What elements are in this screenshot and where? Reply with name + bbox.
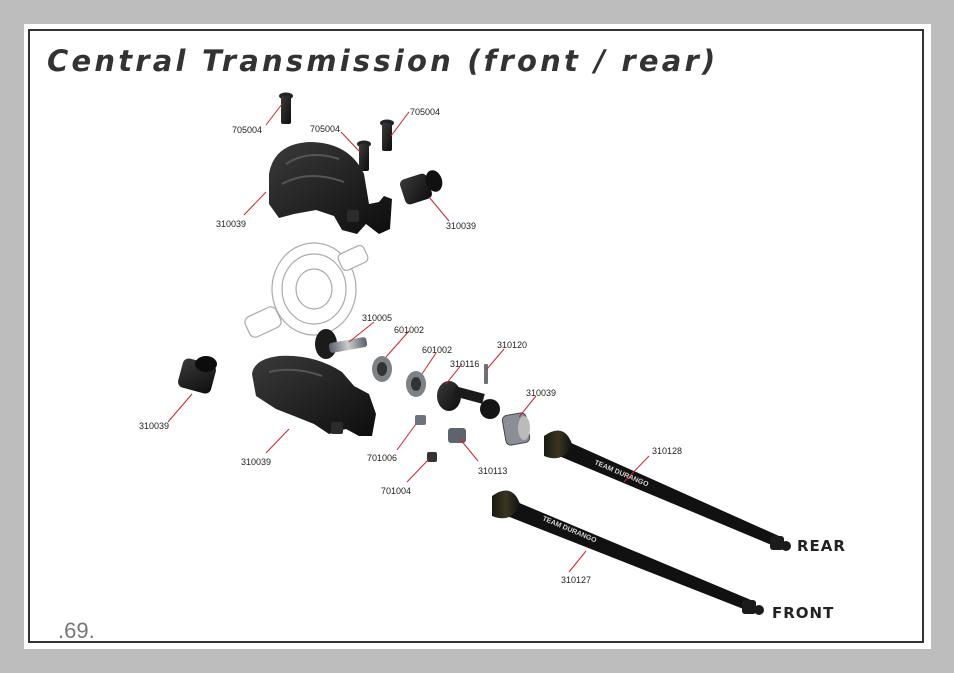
- part-label: 701004: [381, 486, 411, 496]
- grub-screw-icon: [427, 452, 437, 462]
- exploded-diagram: TEAM DURANGO TEAM DURANGO: [139, 92, 846, 622]
- part-label: 310039: [241, 457, 271, 467]
- part-label: 310127: [561, 575, 591, 585]
- diff-housing-top-icon: [269, 142, 392, 234]
- screw-icon: [357, 140, 371, 171]
- screw-icon: [380, 119, 394, 151]
- page-title: Central Transmission (front / rear): [47, 44, 719, 78]
- diff-cup-icon: [501, 412, 531, 446]
- diff-housing-bottom-icon: [252, 355, 376, 436]
- part-label: 310039: [446, 221, 476, 231]
- part-label: 310039: [526, 388, 556, 398]
- diff-cup-icon: [178, 356, 217, 394]
- part-label: 601002: [422, 345, 452, 355]
- rear-label: REAR: [797, 537, 846, 555]
- part-label: 310128: [652, 446, 682, 456]
- pin-icon: [484, 364, 488, 384]
- page-border: [28, 29, 924, 643]
- bearing-icon: [406, 371, 426, 397]
- part-label: 310120: [497, 340, 527, 350]
- part-label: 705004: [410, 107, 440, 117]
- diff-cup-icon: [399, 170, 443, 205]
- part-label: 310039: [139, 421, 169, 431]
- differential-outline-icon: [244, 242, 369, 338]
- part-label: 310113: [478, 466, 507, 476]
- coupler-icon: [448, 428, 466, 443]
- screw-icon: [279, 92, 293, 124]
- leader-lines: [167, 103, 650, 573]
- part-label: 701006: [367, 453, 397, 463]
- front-label: FRONT: [772, 604, 834, 622]
- part-label: 310116: [450, 359, 479, 369]
- grub-screw-icon: [415, 415, 426, 425]
- part-label: 310039: [216, 219, 246, 229]
- manual-page: Central Transmission (front / rear): [24, 24, 931, 649]
- part-label: 310005: [362, 313, 392, 323]
- bearing-icon: [372, 356, 392, 382]
- outdrive-icon: [437, 381, 500, 419]
- front-driveshaft-icon: TEAM DURANGO: [492, 490, 764, 615]
- pinion-gear-icon: [315, 329, 368, 359]
- part-label: 601002: [394, 325, 424, 335]
- part-label: 705004: [232, 125, 262, 135]
- page-number: .69.: [58, 618, 95, 643]
- part-label: 705004: [310, 124, 340, 134]
